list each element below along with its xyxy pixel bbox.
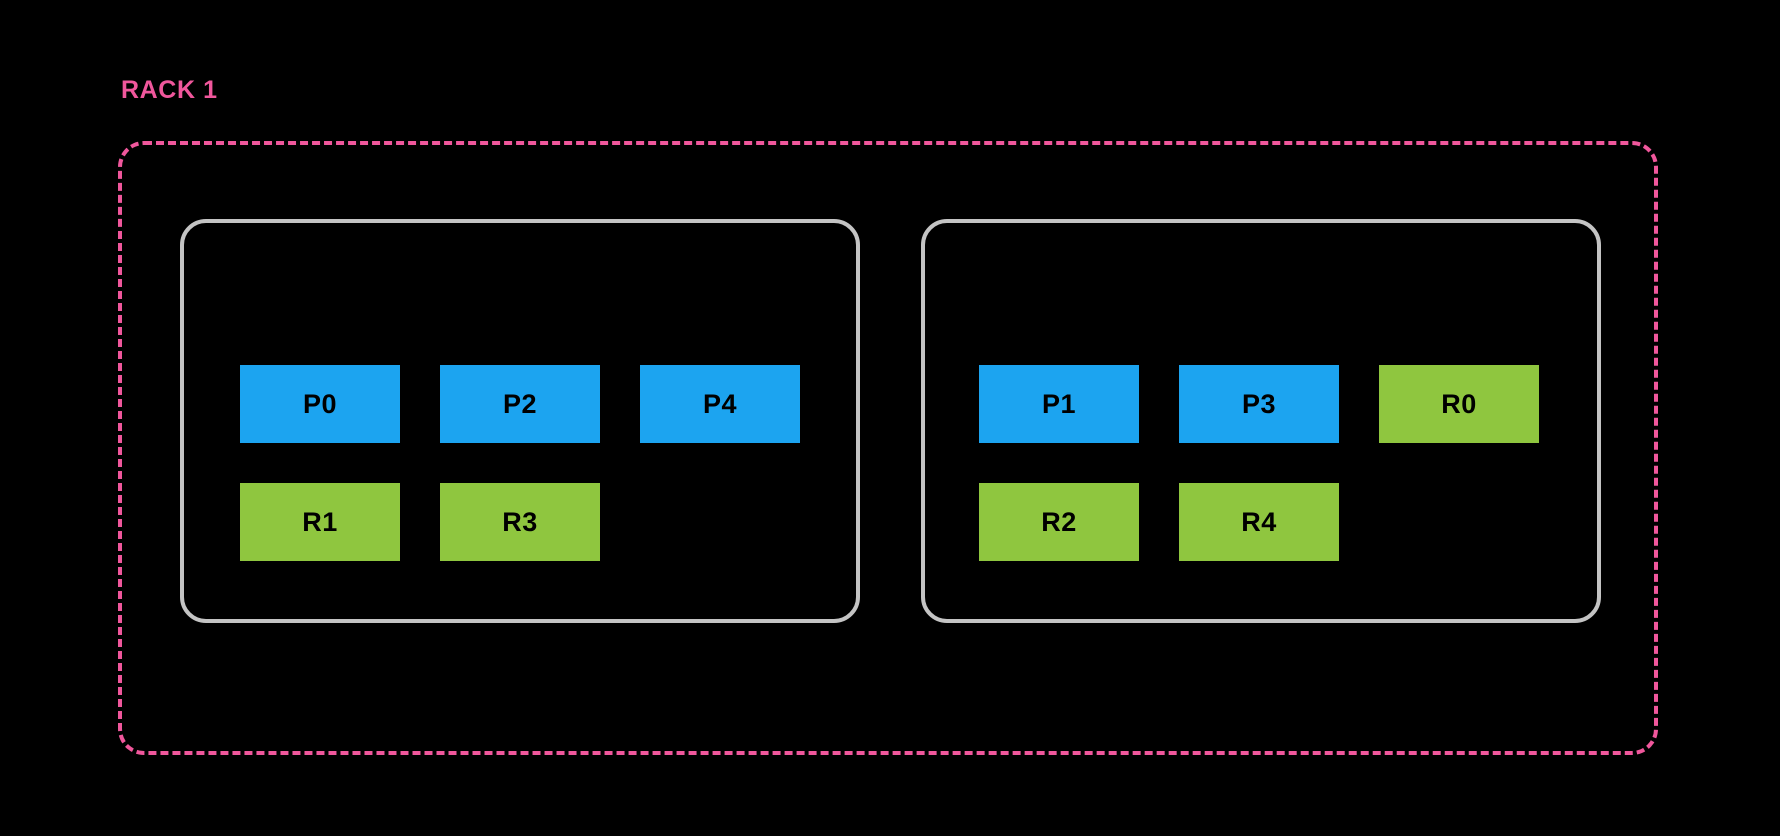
block-p0[interactable]: P0 [240,365,400,443]
block-p2[interactable]: P2 [440,365,600,443]
block-p4[interactable]: P4 [640,365,800,443]
block-r0[interactable]: R0 [1379,365,1539,443]
block-r1[interactable]: R1 [240,483,400,561]
block-r2[interactable]: R2 [979,483,1139,561]
host-panel-1 [921,219,1601,623]
rack-boundary [118,141,1658,755]
host-panel-0 [180,219,860,623]
block-p1[interactable]: P1 [979,365,1139,443]
block-r3[interactable]: R3 [440,483,600,561]
block-p3[interactable]: P3 [1179,365,1339,443]
rack-label: RACK 1 [121,76,218,104]
block-r4[interactable]: R4 [1179,483,1339,561]
